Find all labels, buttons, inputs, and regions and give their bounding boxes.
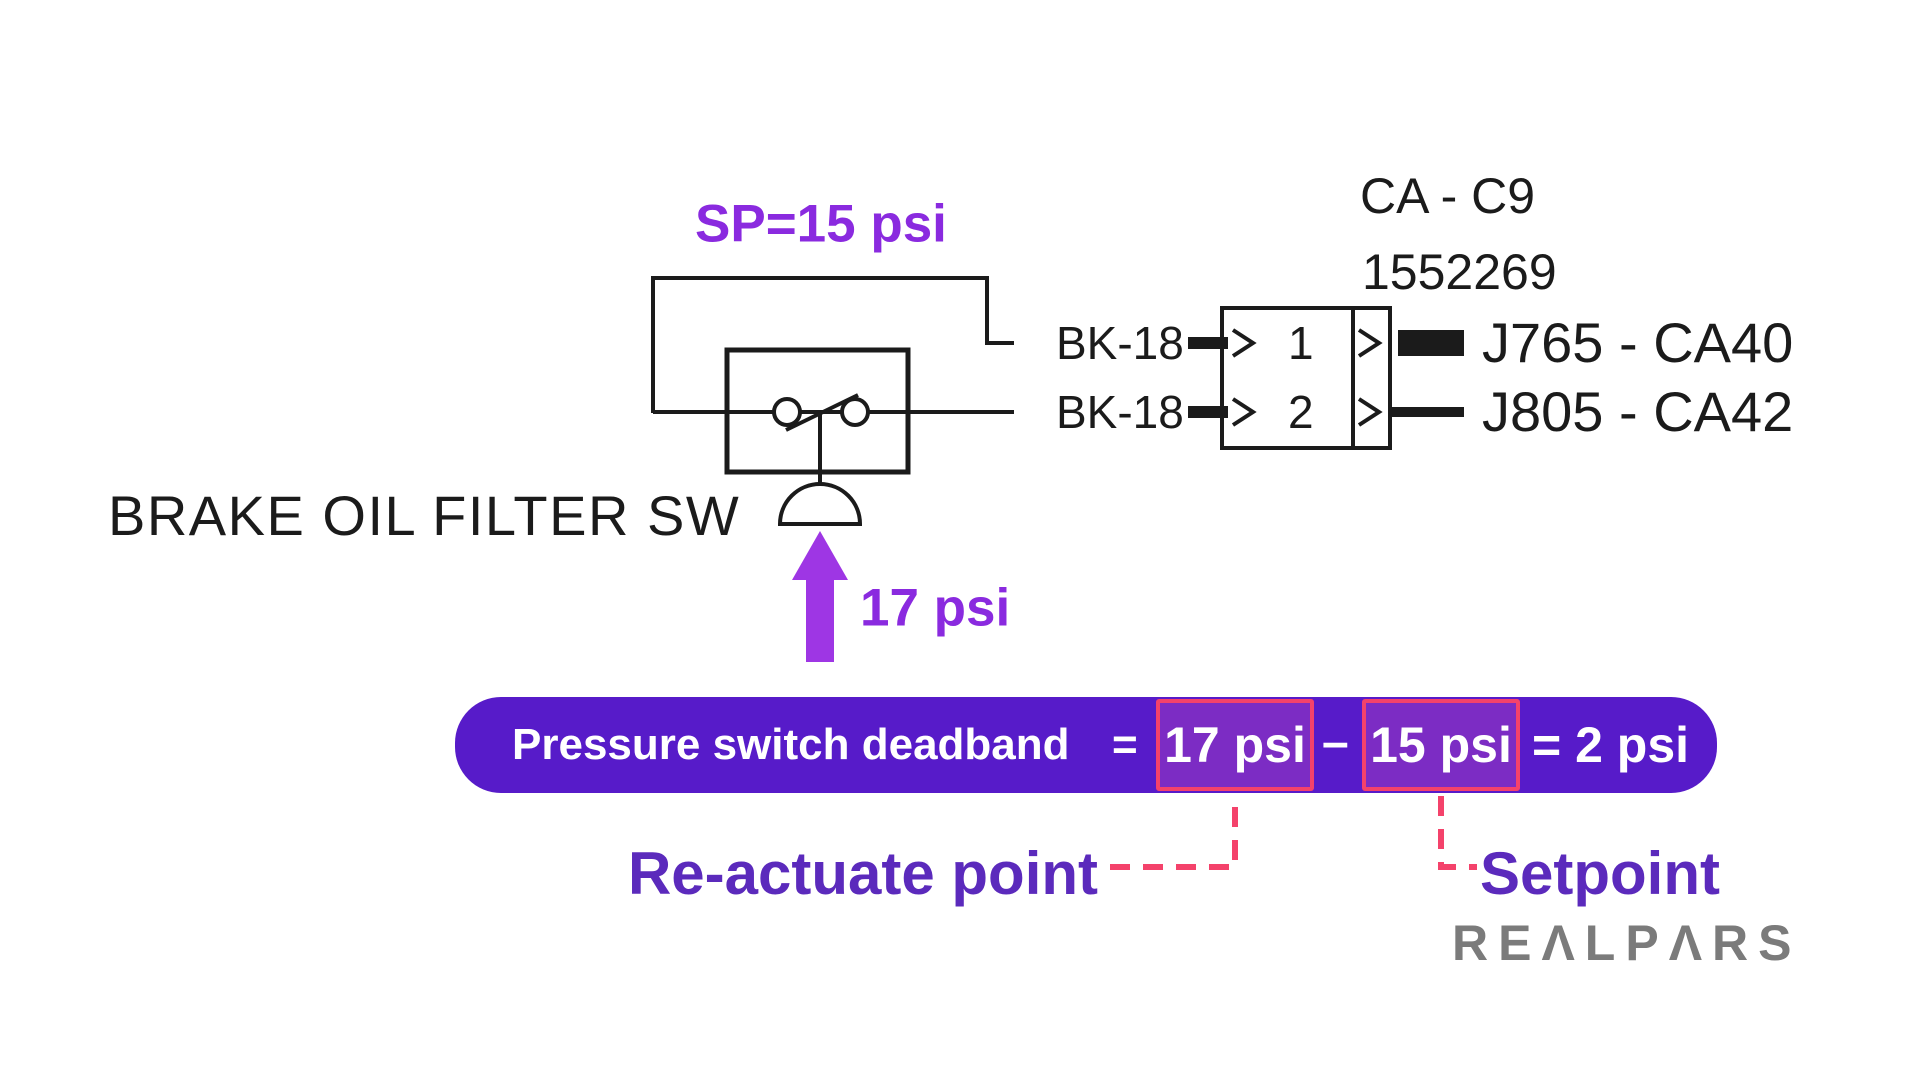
applied-pressure-label: 17 psi: [860, 578, 1011, 638]
setpoint-dashed-connector: [1438, 796, 1477, 870]
equation-equals: =: [1112, 720, 1138, 769]
chevron-pin2-right-icon: [1357, 397, 1383, 427]
harness-label-pin2: J805 - CA42: [1482, 380, 1794, 443]
contact-left: [772, 397, 802, 427]
wire-label-pin1: BK-18: [1056, 317, 1184, 369]
switch-lever: [785, 393, 859, 432]
reactuate-value: 17 psi: [1164, 717, 1306, 773]
setpoint-label: Setpoint: [1480, 840, 1720, 907]
contact-right: [840, 397, 870, 427]
setpoint-pressure-label: SP=15 psi: [695, 194, 947, 254]
realpars-logo: REΛLPΛRS: [1452, 915, 1802, 971]
reactuate-value-box: 17 psi: [1156, 699, 1314, 791]
pressure-arrow-icon: [792, 531, 848, 662]
chevron-pin2-left-icon: [1231, 397, 1257, 427]
outer-loop-wire: [651, 276, 1014, 413]
chevron-pin1-right-icon: [1357, 328, 1383, 358]
switch-name-label: BRAKE OIL FILTER SW: [108, 484, 741, 547]
equation-label: Pressure switch deadband: [512, 720, 1070, 769]
chevron-pin1-left-icon: [1231, 328, 1257, 358]
equation-result: = 2 psi: [1532, 717, 1690, 773]
wire-label-pin2: BK-18: [1056, 386, 1184, 438]
pin-number-2: 2: [1288, 386, 1314, 438]
pin-number-1: 1: [1288, 317, 1314, 369]
diaphragm-dome: [777, 482, 863, 526]
connector-part-number: 1552269: [1362, 244, 1557, 300]
reactuate-dashed-connector: [1110, 796, 1238, 870]
setpoint-value-box: 15 psi: [1362, 699, 1520, 791]
connector-body: [1220, 306, 1392, 450]
connector-title: CA - C9: [1360, 168, 1536, 224]
switch-body: [724, 347, 911, 475]
harness-label-pin1: J765 - CA40: [1482, 311, 1794, 374]
setpoint-value: 15 psi: [1370, 717, 1512, 773]
reactuate-point-label: Re-actuate point: [627, 840, 1098, 907]
equation-minus: –: [1322, 716, 1349, 769]
